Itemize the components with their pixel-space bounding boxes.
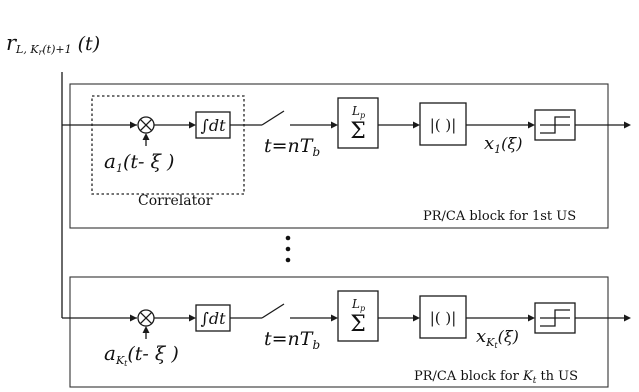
- correlator-label: Correlator: [138, 193, 213, 209]
- output-kt-label: xKt(ξ): [476, 326, 519, 350]
- abs-1-label: |( )|: [430, 116, 457, 134]
- ellipsis-dots: [285, 235, 291, 263]
- summation-kt-symbol: Σ: [350, 312, 366, 337]
- sampler-switch-kt-icon: [261, 303, 336, 319]
- output-1-label: x1(ξ): [484, 133, 522, 156]
- summation-1-limit: Lp: [351, 104, 365, 120]
- integrator-kt-label: ∫dt: [200, 309, 226, 328]
- input-signal-label: rL, Kr(t)+1 (t): [6, 31, 100, 57]
- sampler-switch-1-icon: [261, 110, 336, 126]
- block-1-caption: PR/CA block for 1st US: [423, 209, 576, 224]
- summation-kt-box: [337, 290, 379, 342]
- correlator-box: [91, 95, 245, 195]
- sampler-kt-label: t=nTb: [264, 328, 320, 352]
- pr-ca-block-kt: aKt(t- ξ ) ∫dt t=nTb Lp Σ |( )| xKt(ξ): [62, 276, 631, 388]
- pr-ca-block-1: a1(t- ξ ) Correlator ∫dt t=nTb Lp Σ |( )…: [62, 83, 631, 229]
- abs-1-box: [419, 102, 467, 146]
- block-1-frame: [69, 83, 609, 229]
- code-kt-label: aKt(t- ξ ): [104, 341, 179, 368]
- block-kt-caption: PR/CA block for Kt th US: [414, 369, 578, 386]
- summation-1-box: [337, 97, 379, 149]
- integrator-kt-box: [195, 304, 231, 332]
- summation-1-symbol: Σ: [350, 119, 366, 144]
- summation-kt-limit: Lp: [351, 297, 365, 313]
- sampler-1-label: t=nTb: [264, 135, 320, 159]
- abs-kt-box: [419, 295, 467, 339]
- multiplier-kt-icon: [137, 309, 155, 327]
- block-kt-frame: [69, 276, 609, 388]
- code-1-label: a1(t- ξ ): [104, 149, 174, 175]
- multiplier-1-icon: [137, 116, 155, 134]
- abs-kt-label: |( )|: [430, 309, 457, 327]
- integrator-1-label: ∫dt: [200, 116, 226, 135]
